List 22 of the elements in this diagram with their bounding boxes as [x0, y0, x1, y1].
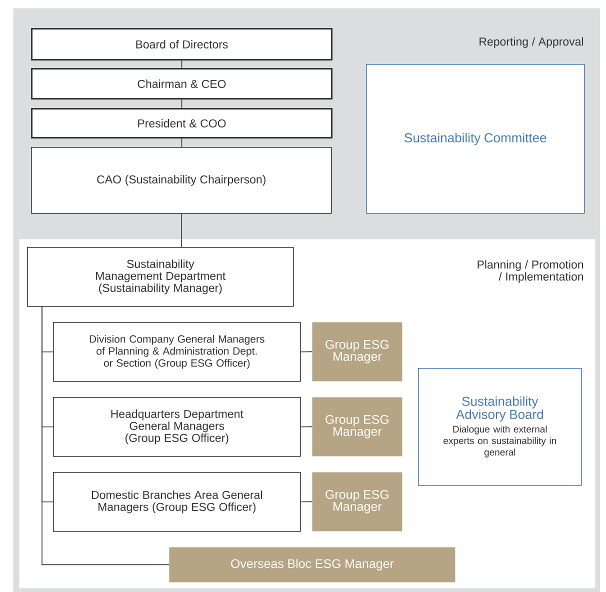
connector-line — [42, 306, 170, 566]
connector-line — [181, 213, 182, 248]
department-box: Sustainability Management Department (Sustainability Manager) — [27, 247, 294, 307]
committee-box: Sustainability Committee — [366, 64, 585, 214]
connector-line — [181, 60, 182, 68]
connector-line — [181, 138, 182, 148]
connector-line — [300, 501, 312, 502]
connector-line — [300, 351, 312, 352]
manager-bar: Overseas Bloc ESG Manager — [169, 547, 456, 582]
role-box: Headquarters Department General Managers (Group ESG Officer) — [53, 397, 301, 457]
advisory-board-box: Sustainability Advisory Board Dialogue with external experts on sustainability in general — [418, 368, 582, 486]
role-box: President & COO — [31, 108, 332, 138]
role-box: Chairman & CEO — [31, 68, 332, 100]
connector-line — [300, 426, 312, 428]
role-box: Domestic Branches Area General Managers (Group ESG Officer) — [53, 472, 301, 532]
role-box: CAO (Sustainability Chairperson) — [31, 147, 332, 214]
manager-box: Group ESG Manager — [312, 397, 402, 456]
manager-box: Group ESG Manager — [312, 322, 402, 382]
manager-box: Group ESG Manager — [312, 472, 402, 532]
role-box: Division Company General Managers of Planning & Administration Dept. or Section (Group ESG Officer) — [53, 322, 301, 382]
role-box: Board of Directors — [31, 28, 332, 60]
connector-line — [181, 99, 182, 108]
